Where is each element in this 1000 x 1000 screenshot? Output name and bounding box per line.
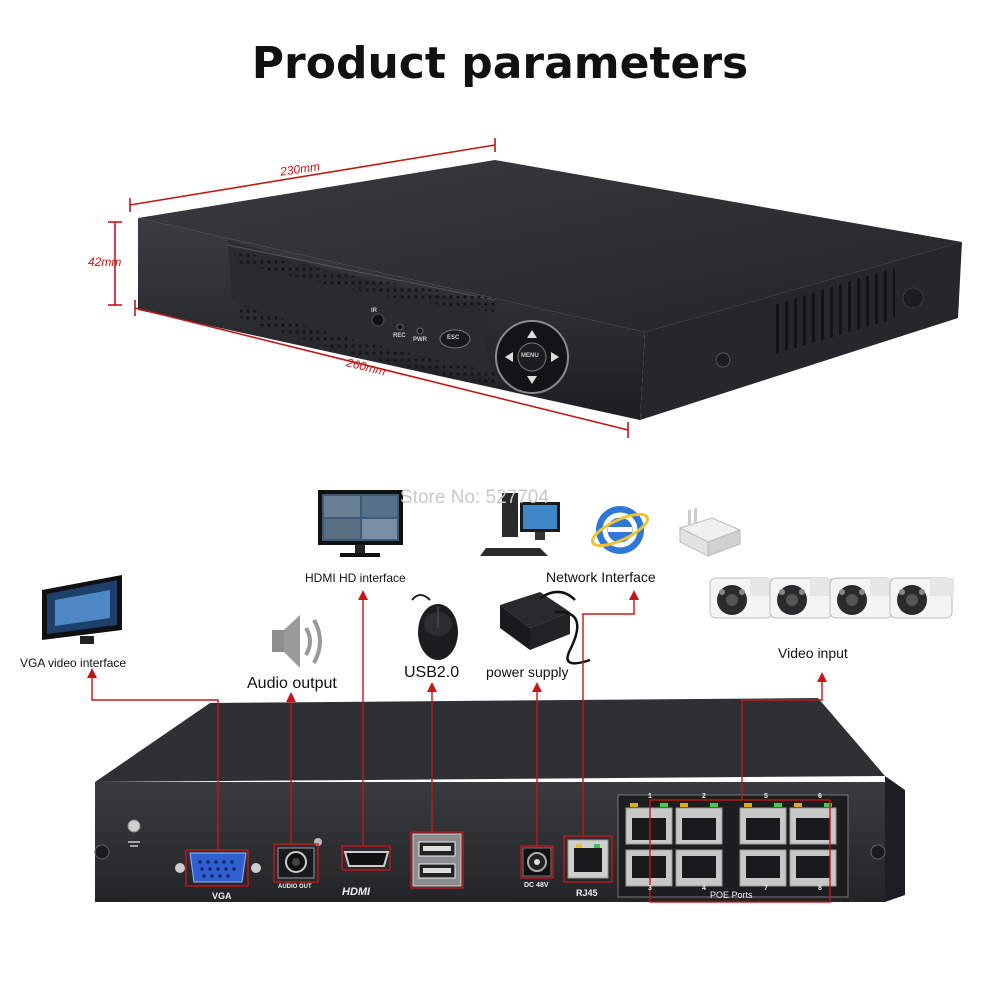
callout-arrowheads (87, 590, 827, 702)
esc-label: ESC (447, 335, 460, 341)
poe-port-number: 4 (702, 885, 706, 892)
rear-rj45-label: RJ45 (576, 888, 598, 898)
network-callout-label: Network Interface (546, 569, 656, 585)
esc-button (439, 329, 471, 349)
poe-port-number: 6 (818, 793, 822, 800)
front-vents (235, 250, 495, 312)
speaker-icon (272, 615, 322, 668)
poe-port-number: 2 (702, 793, 706, 800)
poe-port-number: 8 (818, 885, 822, 892)
usb-ports (412, 833, 462, 887)
dimension-height: 42mm (88, 255, 122, 269)
ir-label: IR (371, 308, 377, 314)
poe-port-grid (625, 803, 837, 887)
pwr-label: PWR (413, 337, 427, 343)
device-top (138, 160, 962, 332)
rear-poe-label: POE Ports (710, 890, 753, 900)
dc-power-jack (522, 847, 552, 877)
rear-vga-label: VGA (212, 891, 232, 901)
rear-dc-label: DC 48V (524, 882, 549, 889)
vga-port (175, 852, 261, 883)
router-icon (678, 508, 742, 557)
vga-monitor-icon (42, 575, 122, 644)
poe-ports-block (617, 794, 849, 898)
page-title: Product parameters (251, 38, 749, 89)
video-input-callout-label: Video input (778, 645, 848, 661)
callout-lines (91, 594, 831, 903)
audio-jack (277, 838, 322, 879)
rear-hdmi-label: HDMI (342, 886, 371, 898)
power-adapter-icon (500, 590, 591, 665)
power-callout-label: power supply (486, 664, 569, 680)
hdmi-monitor-icon (318, 490, 403, 557)
poe-port-number: 7 (764, 885, 768, 892)
mouse-icon (411, 594, 458, 660)
computer-icon (480, 493, 560, 556)
side-vents (770, 268, 895, 356)
usb-callout-label: USB2.0 (404, 664, 460, 681)
camera-icons (709, 577, 954, 619)
poe-port-number: 1 (648, 793, 652, 800)
internet-globe-icon (590, 506, 650, 554)
rear-audio-label: AUDIO OUT (278, 884, 312, 890)
rec-label: REC (393, 333, 406, 339)
vga-callout-label: VGA video interface (20, 656, 127, 670)
poe-port-number: 5 (764, 793, 768, 800)
audio-callout-label: Audio output (247, 675, 337, 692)
hdmi-callout-label: HDMI HD interface (305, 571, 406, 585)
device-rear-top (95, 698, 885, 782)
menu-label: MENU (521, 353, 539, 359)
rj45-port (567, 839, 609, 879)
store-watermark: Store No: 527704 (400, 487, 549, 508)
hdmi-port (343, 851, 390, 867)
poe-port-number: 3 (648, 885, 652, 892)
